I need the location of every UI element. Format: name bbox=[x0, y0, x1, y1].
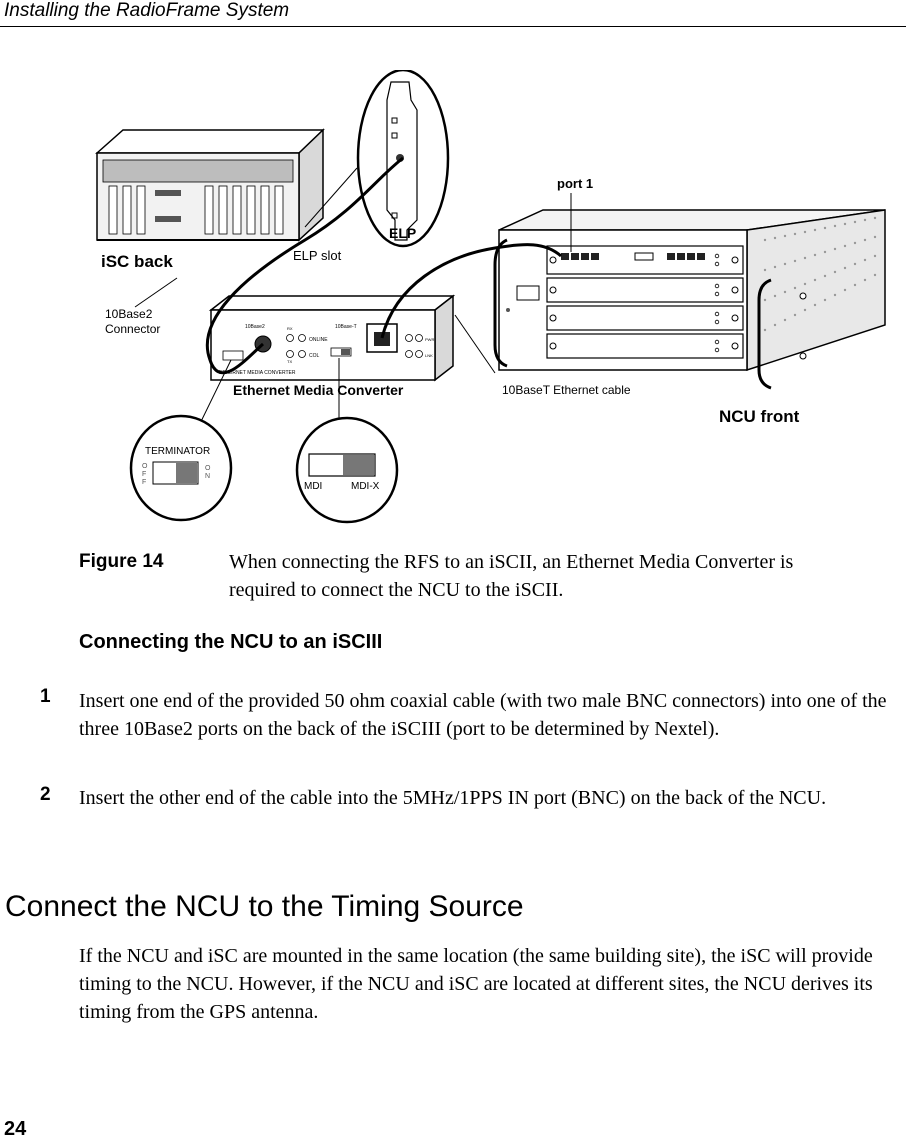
terminator-label: TERMINATOR bbox=[145, 446, 210, 457]
tx-led-label: TX bbox=[287, 359, 292, 364]
converter-10baset-port-label: 10Base-T bbox=[335, 324, 357, 330]
ncu-front-ports bbox=[561, 252, 705, 261]
port1-label: port 1 bbox=[557, 176, 593, 191]
isc-back-chassis bbox=[95, 128, 325, 242]
mdi-label: MDI bbox=[304, 481, 322, 492]
subsection-title: Connecting the NCU to an iSCIII bbox=[79, 631, 383, 653]
step-text: Insert the other end of the cable into t… bbox=[79, 787, 827, 809]
section-body: If the NCU and iSC are mounted in the sa… bbox=[79, 945, 873, 1023]
isc-back-label: iSC back bbox=[101, 252, 173, 271]
svg-text:O N: O N bbox=[205, 465, 212, 480]
cable-label: 10BaseT Ethernet cable bbox=[502, 383, 631, 397]
figure-label: Figure 14 bbox=[79, 551, 164, 572]
header-rule bbox=[0, 26, 906, 27]
elp-label: ELP bbox=[389, 225, 416, 241]
ethernet-cable bbox=[380, 243, 562, 339]
lnk-led-label: LNK bbox=[425, 353, 433, 358]
elp-slot-label: ELP slot bbox=[293, 248, 342, 263]
ethernet-media-converter: 10Base2 10Base-T ONLINE COL RX TX PWR LN… bbox=[208, 294, 456, 382]
svg-text:O F F: O F F bbox=[142, 463, 149, 486]
page-number: 24 bbox=[4, 1118, 27, 1140]
ncu-front-chassis bbox=[493, 209, 886, 390]
step-number: 2 bbox=[40, 784, 51, 805]
figure-caption: When connecting the RFS to an iSCII, an … bbox=[229, 551, 794, 601]
step-number: 1 bbox=[40, 686, 51, 707]
step-text: Insert one end of the provided 50 ohm co… bbox=[79, 690, 887, 740]
converter-10base2-port-label: 10Base2 bbox=[245, 324, 265, 330]
connector-10base2-label: 10Base2 Connector bbox=[105, 307, 160, 336]
terminator-callout: TERMINATOR O F F O N bbox=[129, 414, 233, 522]
pwr-led-label: PWR bbox=[425, 337, 434, 342]
cable-leader bbox=[454, 314, 496, 374]
elp-slot-leader bbox=[304, 167, 358, 228]
rx-led-label: RX bbox=[287, 326, 293, 331]
col-led-label: COL bbox=[309, 353, 320, 359]
running-header: Installing the RadioFrame System bbox=[4, 0, 290, 21]
connector-leader bbox=[134, 277, 178, 308]
media-converter-label: Ethernet Media Converter bbox=[233, 382, 404, 398]
ncu-front-label: NCU front bbox=[719, 407, 800, 426]
ncu-left-handle bbox=[493, 238, 508, 368]
online-led-label: ONLINE bbox=[309, 337, 328, 343]
section-title: Connect the NCU to the Timing Source bbox=[5, 890, 524, 923]
mdix-label: MDI-X bbox=[351, 481, 380, 492]
converter-small-label: ETHERNET MEDIA CONVERTER bbox=[219, 370, 296, 376]
mdi-callout: MDI MDI-X bbox=[295, 416, 399, 524]
converter-terminator-switch bbox=[222, 350, 244, 361]
coax-cable bbox=[205, 156, 404, 375]
ncu-right-handle bbox=[757, 278, 772, 390]
figure-14-diagram: iSC back ELP ELP slot 10Base2 Connector … bbox=[95, 70, 886, 524]
